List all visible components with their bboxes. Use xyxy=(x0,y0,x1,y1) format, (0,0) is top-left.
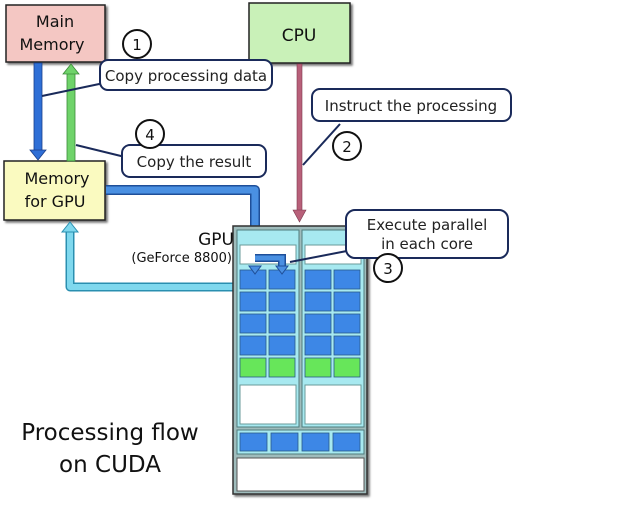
cpu-label: CPU xyxy=(282,26,317,46)
copy-data-arrow xyxy=(29,62,47,161)
step-1-number: 1 xyxy=(132,36,142,54)
step-4-label: Copy the result xyxy=(137,153,252,171)
diagram-title-line-2: on CUDA xyxy=(59,452,161,478)
step-2-callout: Instruct the processing 2 xyxy=(302,88,512,166)
stream-processor-core xyxy=(239,291,267,312)
step-2-badge xyxy=(332,131,362,161)
stream-processor-core xyxy=(333,313,361,334)
cpu-node: CPU xyxy=(248,2,351,64)
step-2-number: 2 xyxy=(342,138,352,156)
special-function-unit xyxy=(239,357,267,378)
gpu-memory-label-1: Memory xyxy=(24,169,89,188)
copy-result-arrow xyxy=(62,63,80,162)
stream-processor-core xyxy=(304,269,332,290)
step-1-badge xyxy=(122,29,152,59)
step-1-label: Copy processing data xyxy=(105,67,267,85)
stream-processor-core xyxy=(333,291,361,312)
stream-processor-core xyxy=(239,313,267,334)
stream-processor-core xyxy=(304,335,332,356)
step-3-label-2: in each core xyxy=(381,235,473,253)
stream-processor-core xyxy=(333,269,361,290)
core-distribution-arrows xyxy=(248,254,289,275)
stream-processor-core xyxy=(333,335,361,356)
step-2-label: Instruct the processing xyxy=(325,97,497,115)
step-4-number: 4 xyxy=(145,126,155,144)
main-memory-label-2: Memory xyxy=(19,35,84,54)
step-4-callout: Copy the result 4 xyxy=(75,119,267,178)
stream-processor-core xyxy=(304,313,332,334)
step-3-number: 3 xyxy=(383,260,393,278)
gpu-model-label: (GeForce 8800) xyxy=(131,251,232,266)
instruct-arrow xyxy=(292,63,307,223)
gpu-chip xyxy=(232,225,368,495)
main-memory-label-1: Main xyxy=(36,12,74,31)
step-1-callout: Copy processing data 1 xyxy=(41,29,273,97)
step-3-callout: Execute parallel in each core 3 xyxy=(289,209,509,283)
texture-unit xyxy=(239,432,268,452)
stream-processor-core xyxy=(268,313,296,334)
stream-processor-core xyxy=(268,335,296,356)
texture-unit xyxy=(270,432,299,452)
gpu-label: GPU xyxy=(198,230,234,250)
device-memory-block xyxy=(236,457,365,492)
special-function-unit xyxy=(333,357,361,378)
texture-unit xyxy=(332,432,361,452)
stream-processor-core xyxy=(268,291,296,312)
main-memory-node: Main Memory xyxy=(5,4,106,63)
stream-processor-core xyxy=(239,335,267,356)
gpu-return-path xyxy=(60,221,235,292)
special-function-unit xyxy=(268,357,296,378)
texture-unit xyxy=(301,432,330,452)
step-3-label-1: Execute parallel xyxy=(367,216,488,234)
special-function-unit xyxy=(304,357,332,378)
diagram-title-line-1: Processing flow xyxy=(21,420,199,446)
stream-processor-core xyxy=(239,269,267,290)
step-4-badge xyxy=(135,119,165,149)
gpu-memory-label-2: for GPU xyxy=(25,192,86,211)
stream-processor-core xyxy=(304,291,332,312)
step-3-badge xyxy=(373,253,403,283)
gpu-memory-node: Memory for GPU xyxy=(3,160,106,221)
